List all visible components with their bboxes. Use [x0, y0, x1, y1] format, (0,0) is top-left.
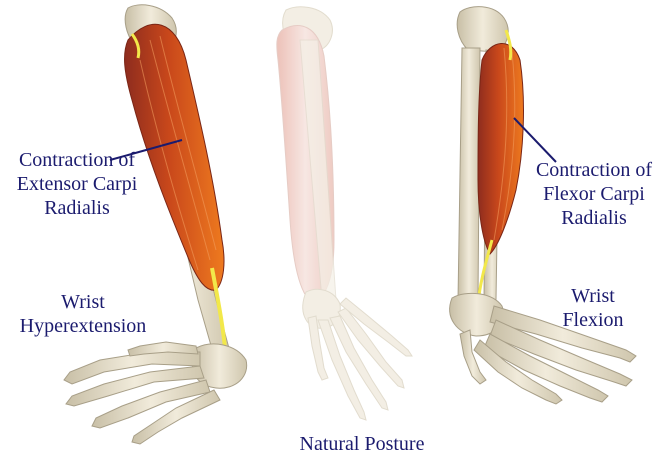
label-flexion-line-2: Flexion — [548, 308, 638, 332]
label-flexor-line-2: Flexor Carpi — [522, 182, 666, 206]
label-hyper-line-2: Hyperextension — [8, 314, 158, 338]
label-flexion-line-1: Wrist — [548, 284, 638, 308]
right-flexor-muscle — [478, 43, 523, 254]
label-wrist-flexion: Wrist Flexion — [548, 284, 638, 332]
label-natural-posture: Natural Posture — [272, 432, 452, 456]
label-extensor-line-2: Extensor Carpi — [2, 172, 152, 196]
label-flexor-line-3: Radialis — [522, 206, 666, 230]
label-wrist-hyperextension: Wrist Hyperextension — [8, 290, 158, 338]
middle-arm-natural — [277, 7, 412, 420]
label-extensor-line-1: Contraction of — [2, 148, 152, 172]
label-hyper-line-1: Wrist — [8, 290, 158, 314]
right-forearm-bones — [458, 48, 480, 304]
label-flexor: Contraction of Flexor Carpi Radialis — [522, 158, 666, 230]
left-finger-bones — [64, 342, 220, 444]
label-flexor-line-1: Contraction of — [522, 158, 666, 182]
label-natural-line: Natural Posture — [272, 432, 452, 456]
left-arm-hyperextension — [64, 5, 247, 444]
label-extensor-line-3: Radialis — [2, 196, 152, 220]
label-extensor: Contraction of Extensor Carpi Radialis — [2, 148, 152, 220]
